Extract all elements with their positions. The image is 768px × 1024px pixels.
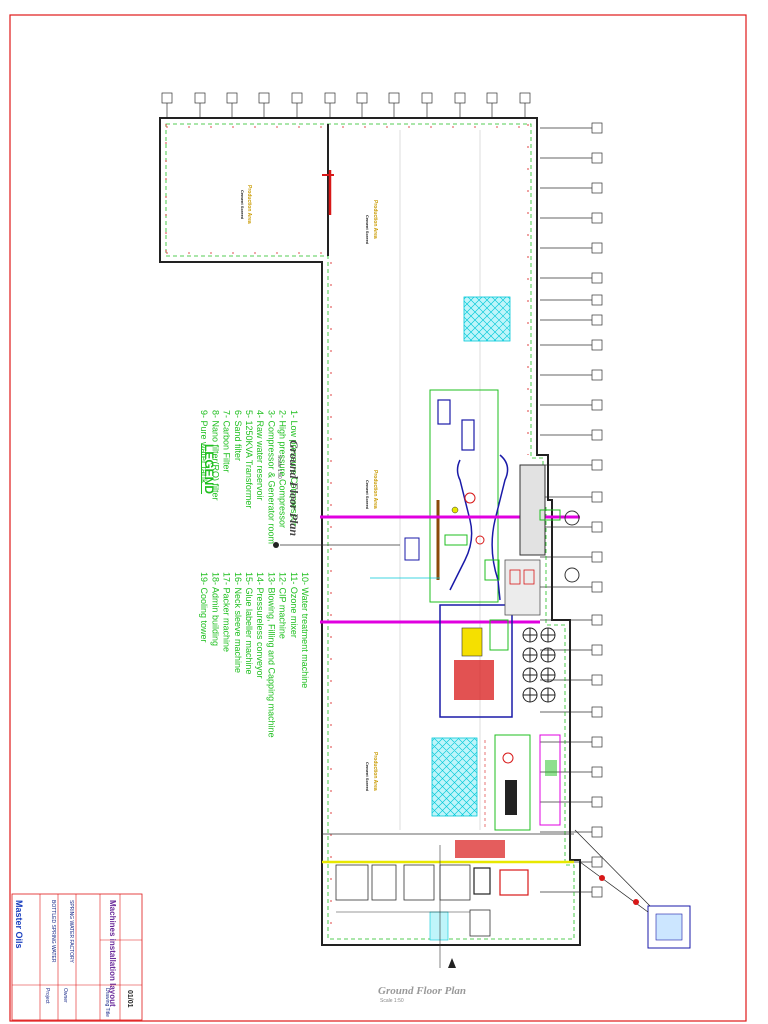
area-sub-lower: Cement Screed (365, 762, 370, 792)
grid-bubble (591, 212, 603, 224)
grid-bubble (486, 92, 498, 104)
grid-bubble (591, 766, 603, 778)
external-equipment-unit (574, 829, 691, 949)
legend-item: 15- Glue labeller machine (244, 572, 255, 675)
grid-bubble (226, 92, 238, 104)
drawing-title: Machines installation layout (108, 900, 117, 1007)
grid-bubble (591, 856, 603, 868)
legend-item: 13- Blowing, Filling and Capping machine (266, 572, 277, 738)
legend-item: 8- Nano filter(RO) filter (210, 410, 221, 501)
grid-bubble (591, 736, 603, 748)
project-label: Project (44, 988, 50, 1004)
cooling-tower-units (522, 627, 556, 703)
packing-and-labelling-area (455, 734, 561, 858)
company-logo: Master Oils (14, 900, 24, 949)
legend-item: 1- Low pressure Compressor (288, 410, 299, 527)
grid-bubble (591, 122, 603, 134)
legend-item: 2- High pressure Compressor (277, 410, 288, 529)
legend-item: 17- Packer machine (221, 572, 232, 653)
floor-plan-title: Ground Floor Plan (287, 440, 301, 537)
legend-title: LEGEND (202, 444, 216, 495)
grid-bubble (519, 92, 531, 104)
drawing-title-label: Drawing Title (104, 988, 110, 1017)
sheet-number: 01/01 (126, 990, 133, 1008)
sheet-border (9, 14, 747, 1022)
grid-bubble (591, 674, 603, 686)
water-treatment-area (439, 559, 541, 718)
grid-bubble (591, 294, 603, 306)
grid-bubble (291, 92, 303, 104)
grid-bubble (194, 92, 206, 104)
legend-item: 3- Compressor & Generator room (266, 410, 277, 545)
legend-item: 18- Admin building (210, 572, 221, 647)
project-name: BOTTLED SPRING WATER (50, 900, 56, 963)
legend-item: 10- Water treatment machine (300, 572, 311, 689)
area-label-middle: Production Area (372, 470, 378, 509)
grid-bubble (454, 92, 466, 104)
grid-bubble (591, 491, 603, 503)
bottom-plan-scale: Scale 1:50 (380, 998, 404, 1004)
legend-item: 7- Carbon Filter (221, 410, 232, 473)
grid-bubble (591, 886, 603, 898)
grid-bubble (591, 429, 603, 441)
column-grid-bubbles-top (161, 92, 531, 118)
grid-bubble (591, 644, 603, 656)
cyan-hatch-area-upper (463, 296, 511, 342)
area-sub-middle: Cement Screed (365, 480, 370, 510)
legend-item: 19- Cooling tower (199, 572, 210, 643)
grid-bubble (591, 581, 603, 593)
grid-bubble (591, 314, 603, 326)
grid-bubble (161, 92, 173, 104)
grid-bubble (591, 182, 603, 194)
legend-item: 14- Pressureless conveyor (255, 572, 266, 679)
legend-item: 4- Raw water reservoir (255, 410, 266, 501)
legend-item: 6- Sand filter (232, 410, 243, 462)
grid-bubble (591, 369, 603, 381)
legend-item: 9- Pure water tank (199, 410, 210, 484)
grid-bubble (591, 272, 603, 284)
grid-bubble (591, 551, 603, 563)
grid-bubble (591, 796, 603, 808)
grid-bubble (591, 614, 603, 626)
legend-item: 11- Ozone mixer (288, 572, 299, 638)
grid-bubble (591, 399, 603, 411)
legend-item: 12- CIP machine (277, 572, 288, 639)
grid-bubble (591, 242, 603, 254)
legend-item: 16- Neck sleeve machine (232, 572, 243, 674)
bottom-plan-title: Ground Floor Plan (378, 985, 467, 997)
owner-name: SPRING WATER FACTORY (68, 900, 74, 963)
building-outline (159, 117, 581, 946)
area-sub-upper: Cement Screed (365, 215, 370, 245)
grid-bubble (591, 826, 603, 838)
grid-bubble (591, 152, 603, 164)
cyan-hatch-area-lower (431, 737, 478, 817)
floor-plan-scale: Scale 1:50 (276, 455, 282, 479)
area-label-top-left: Production Area (246, 185, 252, 224)
grid-bubble (591, 339, 603, 351)
grid-bubble (258, 92, 270, 104)
area-label-upper: Production Area (372, 200, 378, 239)
row-grid-bubbles-right (540, 122, 603, 898)
grid-bubble (591, 706, 603, 718)
admin-building (335, 845, 529, 968)
blowing-filling-capping-line (404, 389, 509, 603)
grid-bubble (388, 92, 400, 104)
grid-bubble (591, 521, 603, 533)
compressor-room (519, 464, 580, 583)
area-label-lower: Production Area (372, 752, 378, 791)
owner-label: Owner (62, 988, 68, 1003)
grid-bubble (421, 92, 433, 104)
grid-bubble (591, 459, 603, 471)
title-block (11, 893, 143, 1021)
legend-item: 5- 1250KVA Transformer (244, 410, 255, 509)
area-sub-top-left: Cement Screed (240, 190, 245, 220)
grid-bubble (324, 92, 336, 104)
grid-bubble (356, 92, 368, 104)
